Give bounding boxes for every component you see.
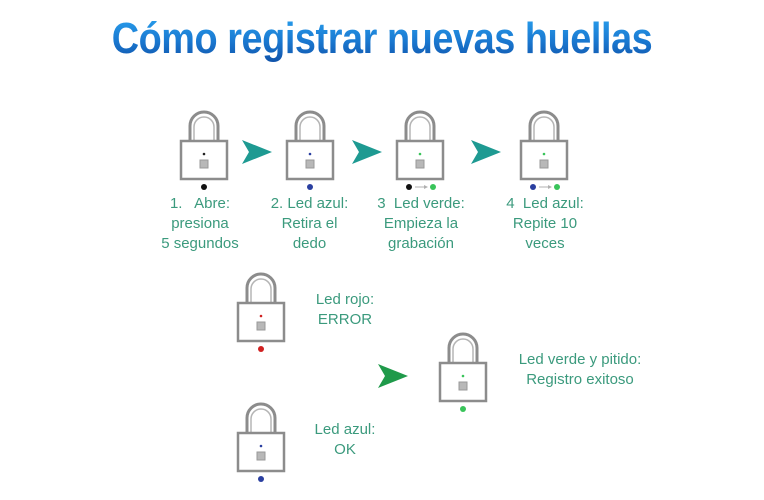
led-blue — [307, 184, 313, 190]
ok-caption: Led azul: OK — [314, 421, 376, 458]
led-sequence-blue-to-green — [530, 184, 560, 190]
led-black — [201, 184, 207, 190]
right-arrow-icon — [242, 140, 272, 164]
led-green — [460, 406, 466, 412]
led-blue — [258, 476, 264, 482]
lock-icon-success — [438, 330, 488, 414]
step-2-caption: 2. Led azul: Retira el dedo — [270, 195, 349, 252]
lock-icon-error — [236, 270, 286, 354]
step-1-caption: 1. Abre: presiona 5 segundos — [161, 195, 239, 252]
step-3-caption: 3 Led verde: Empieza la grabación — [377, 195, 465, 252]
lock-icon-step-3 — [395, 108, 445, 192]
led-sequence-black-to-green — [406, 184, 436, 190]
step-4-caption: 4 Led azul: Repite 10 veces — [506, 195, 584, 252]
success-caption: Led verde y pitido: Registro exitoso — [518, 351, 642, 388]
right-arrow-icon — [471, 140, 501, 164]
right-arrow-icon — [352, 140, 382, 164]
lock-icon-ok — [236, 400, 286, 484]
error-caption: Led rojo: ERROR — [315, 291, 375, 328]
right-arrow-icon — [378, 364, 408, 388]
lock-icon-step-2 — [285, 108, 335, 192]
lock-icon-step-4 — [519, 108, 569, 192]
lock-icon-step-1 — [179, 108, 229, 192]
page-title: Cómo registrar nuevas huellas — [53, 14, 710, 64]
led-red — [258, 346, 264, 352]
